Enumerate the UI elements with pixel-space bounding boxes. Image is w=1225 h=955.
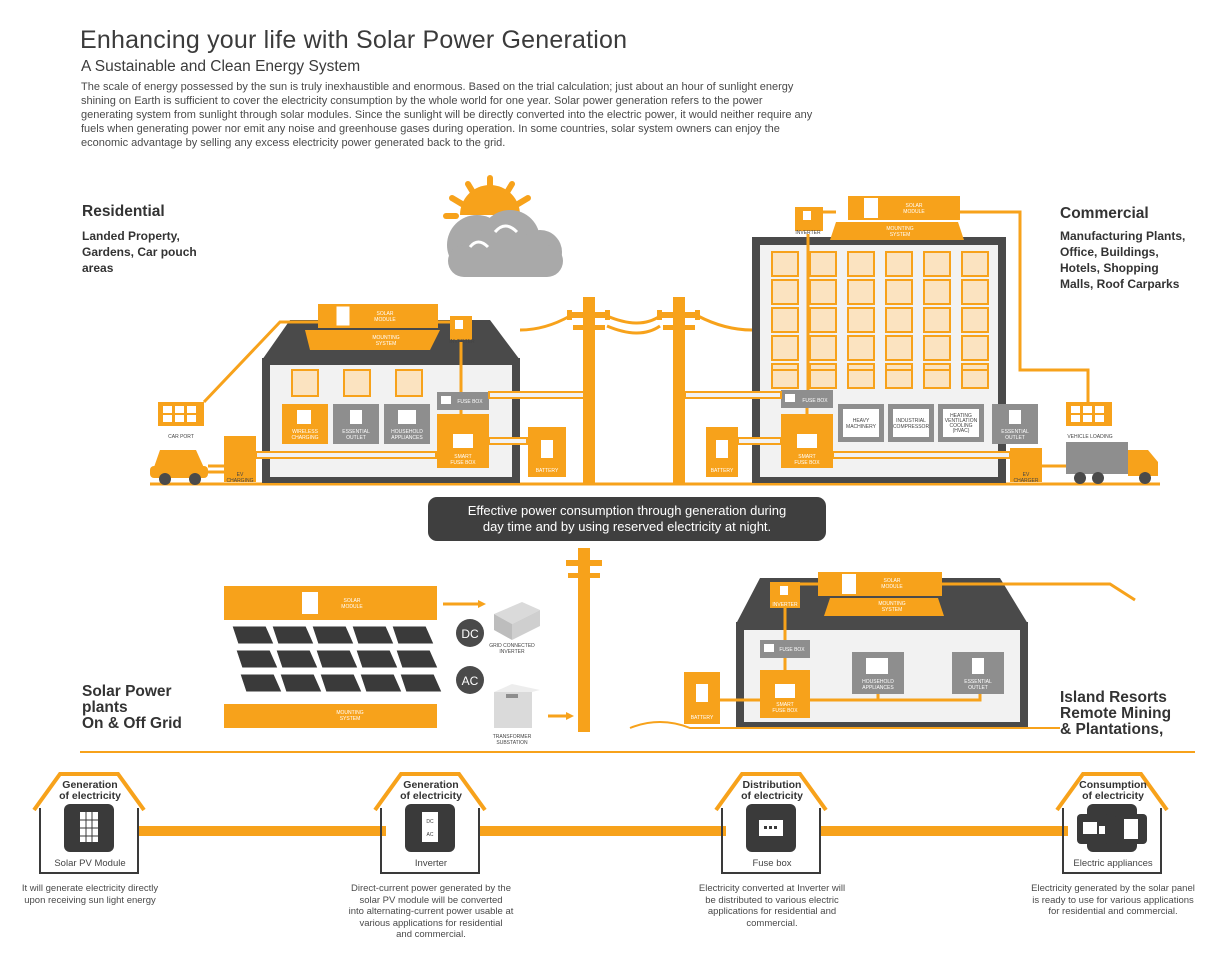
- svg-text:SYSTEM: SYSTEM: [376, 341, 397, 347]
- svg-text:AC: AC: [427, 832, 434, 838]
- step-label: Solar PV Module: [54, 858, 126, 869]
- svg-text:MODULE: MODULE: [881, 584, 903, 590]
- ac-label: AC: [462, 674, 479, 688]
- residential-desc: Landed Property, Gardens, Car pouch area…: [82, 229, 197, 275]
- svg-text:SMART: SMART: [776, 702, 793, 708]
- svg-text:SOLAR: SOLAR: [377, 311, 394, 317]
- flow-connector: [138, 826, 1068, 836]
- sun-cloud-icon: [443, 175, 563, 277]
- svg-text:ESSENTIAL: ESSENTIAL: [964, 679, 992, 685]
- svg-text:(HVAC): (HVAC): [953, 428, 970, 434]
- svg-text:FUSE BOX: FUSE BOX: [779, 647, 805, 653]
- svg-text:MODULE: MODULE: [341, 604, 363, 610]
- svg-text:VENTILATION: VENTILATION: [945, 418, 978, 424]
- svg-text:FUSE BOX: FUSE BOX: [450, 460, 476, 466]
- step-title: Consumption of electricity: [1079, 779, 1147, 802]
- svg-text:OUTLET: OUTLET: [346, 435, 366, 441]
- page-title: Enhancing your life with Solar Power Gen…: [80, 26, 628, 54]
- page-subtitle: A Sustainable and Clean Energy System: [81, 58, 361, 75]
- svg-text:SYSTEM: SYSTEM: [340, 716, 361, 722]
- step-label: Inverter: [414, 858, 448, 869]
- svg-text:SMART: SMART: [454, 454, 471, 460]
- step-title: Distribution of electricity: [741, 779, 803, 802]
- dc-label: DC: [461, 627, 479, 641]
- svg-text:CHARGER: CHARGER: [1013, 478, 1038, 484]
- step-description: Electricity generated by the solar panel…: [1031, 883, 1195, 917]
- svg-text:SUBSTATION: SUBSTATION: [496, 740, 528, 746]
- svg-text:INDUSTRIAL: INDUSTRIAL: [896, 418, 926, 424]
- house-frame: DC AC: [373, 772, 487, 874]
- svg-text:INVERTER: INVERTER: [499, 649, 525, 655]
- svg-text:HEATING: HEATING: [950, 413, 972, 419]
- svg-text:COOLING: COOLING: [949, 423, 972, 429]
- svg-text:WIRELESS: WIRELESS: [292, 429, 319, 435]
- house-frame: [1055, 772, 1169, 874]
- svg-text:DC: DC: [426, 819, 434, 825]
- svg-text:MOUNTING: MOUNTING: [336, 710, 363, 716]
- svg-text:ESSENTIAL: ESSENTIAL: [342, 429, 370, 435]
- svg-text:APPLIANCES: APPLIANCES: [862, 685, 894, 691]
- svg-text:EV: EV: [1023, 472, 1030, 478]
- solar-plants-label: Solar Power plants On & Off Grid: [82, 683, 182, 732]
- commercial-title: Commercial: [1060, 205, 1149, 222]
- svg-text:MODULE: MODULE: [903, 209, 925, 215]
- step-title: Generation of electricity: [400, 779, 462, 802]
- svg-text:CAR PORT: CAR PORT: [168, 434, 194, 440]
- utility-pole-right: [657, 297, 700, 485]
- svg-text:SOLAR: SOLAR: [884, 578, 901, 584]
- svg-text:HOUSEHOLD: HOUSEHOLD: [391, 429, 423, 435]
- caption-banner: Effective power consumption through gene…: [428, 497, 826, 541]
- svg-text:SYSTEM: SYSTEM: [890, 232, 911, 238]
- svg-text:OUTLET: OUTLET: [968, 685, 988, 691]
- commercial-desc: Manufacturing Plants, Office, Buildings,…: [1060, 229, 1186, 291]
- svg-text:SOLAR: SOLAR: [906, 203, 923, 209]
- svg-text:GRID CONNECTED: GRID CONNECTED: [489, 643, 535, 649]
- svg-text:MACHINERY: MACHINERY: [846, 424, 877, 430]
- svg-text:HOUSEHOLD: HOUSEHOLD: [862, 679, 894, 685]
- step-title: Generation of electricity: [59, 779, 121, 802]
- svg-text:BATTERY: BATTERY: [711, 468, 734, 474]
- svg-text:SOLAR: SOLAR: [344, 598, 361, 604]
- svg-text:ESSENTIAL: ESSENTIAL: [1001, 429, 1029, 435]
- svg-text:MOUNTING: MOUNTING: [372, 335, 399, 341]
- svg-text:HEAVY: HEAVY: [853, 418, 870, 424]
- svg-text:APPLIANCES: APPLIANCES: [391, 435, 423, 441]
- svg-text:VEHICLE LOADING: VEHICLE LOADING: [1067, 434, 1112, 440]
- svg-text:COMPRESSOR: COMPRESSOR: [893, 424, 930, 430]
- intro-paragraph: The scale of energy possessed by the sun…: [81, 81, 813, 149]
- svg-text:SYSTEM: SYSTEM: [882, 607, 903, 613]
- step-label: Electric appliances: [1073, 858, 1153, 869]
- island-label: Island Resorts Remote Mining & Plantatio…: [1060, 689, 1172, 738]
- svg-text:TRANSFORMER: TRANSFORMER: [493, 734, 532, 740]
- svg-text:FUSE BOX: FUSE BOX: [457, 399, 483, 405]
- svg-text:OUTLET: OUTLET: [1005, 435, 1025, 441]
- svg-text:FUSE BOX: FUSE BOX: [802, 398, 828, 404]
- svg-text:MOUNTING: MOUNTING: [886, 226, 913, 232]
- residential-title: Residential: [82, 203, 165, 220]
- house-frame: [32, 772, 146, 874]
- svg-text:MOUNTING: MOUNTING: [878, 601, 905, 607]
- svg-text:BATTERY: BATTERY: [536, 468, 559, 474]
- svg-text:CHARGING: CHARGING: [292, 435, 319, 441]
- svg-text:EV: EV: [237, 472, 244, 478]
- svg-text:SMART: SMART: [798, 454, 815, 460]
- house-frame: [714, 772, 828, 874]
- svg-text:MODULE: MODULE: [374, 317, 396, 323]
- svg-text:FUSE BOX: FUSE BOX: [772, 708, 798, 714]
- step-label: Fuse box: [752, 858, 792, 869]
- svg-text:BATTERY: BATTERY: [691, 715, 714, 721]
- svg-text:FUSE BOX: FUSE BOX: [794, 460, 820, 466]
- svg-text:INVERTER: INVERTER: [772, 602, 798, 608]
- svg-text:CHARGING: CHARGING: [227, 478, 254, 484]
- utility-pole-middle: [566, 548, 602, 732]
- svg-text:INVERTER: INVERTER: [795, 230, 821, 236]
